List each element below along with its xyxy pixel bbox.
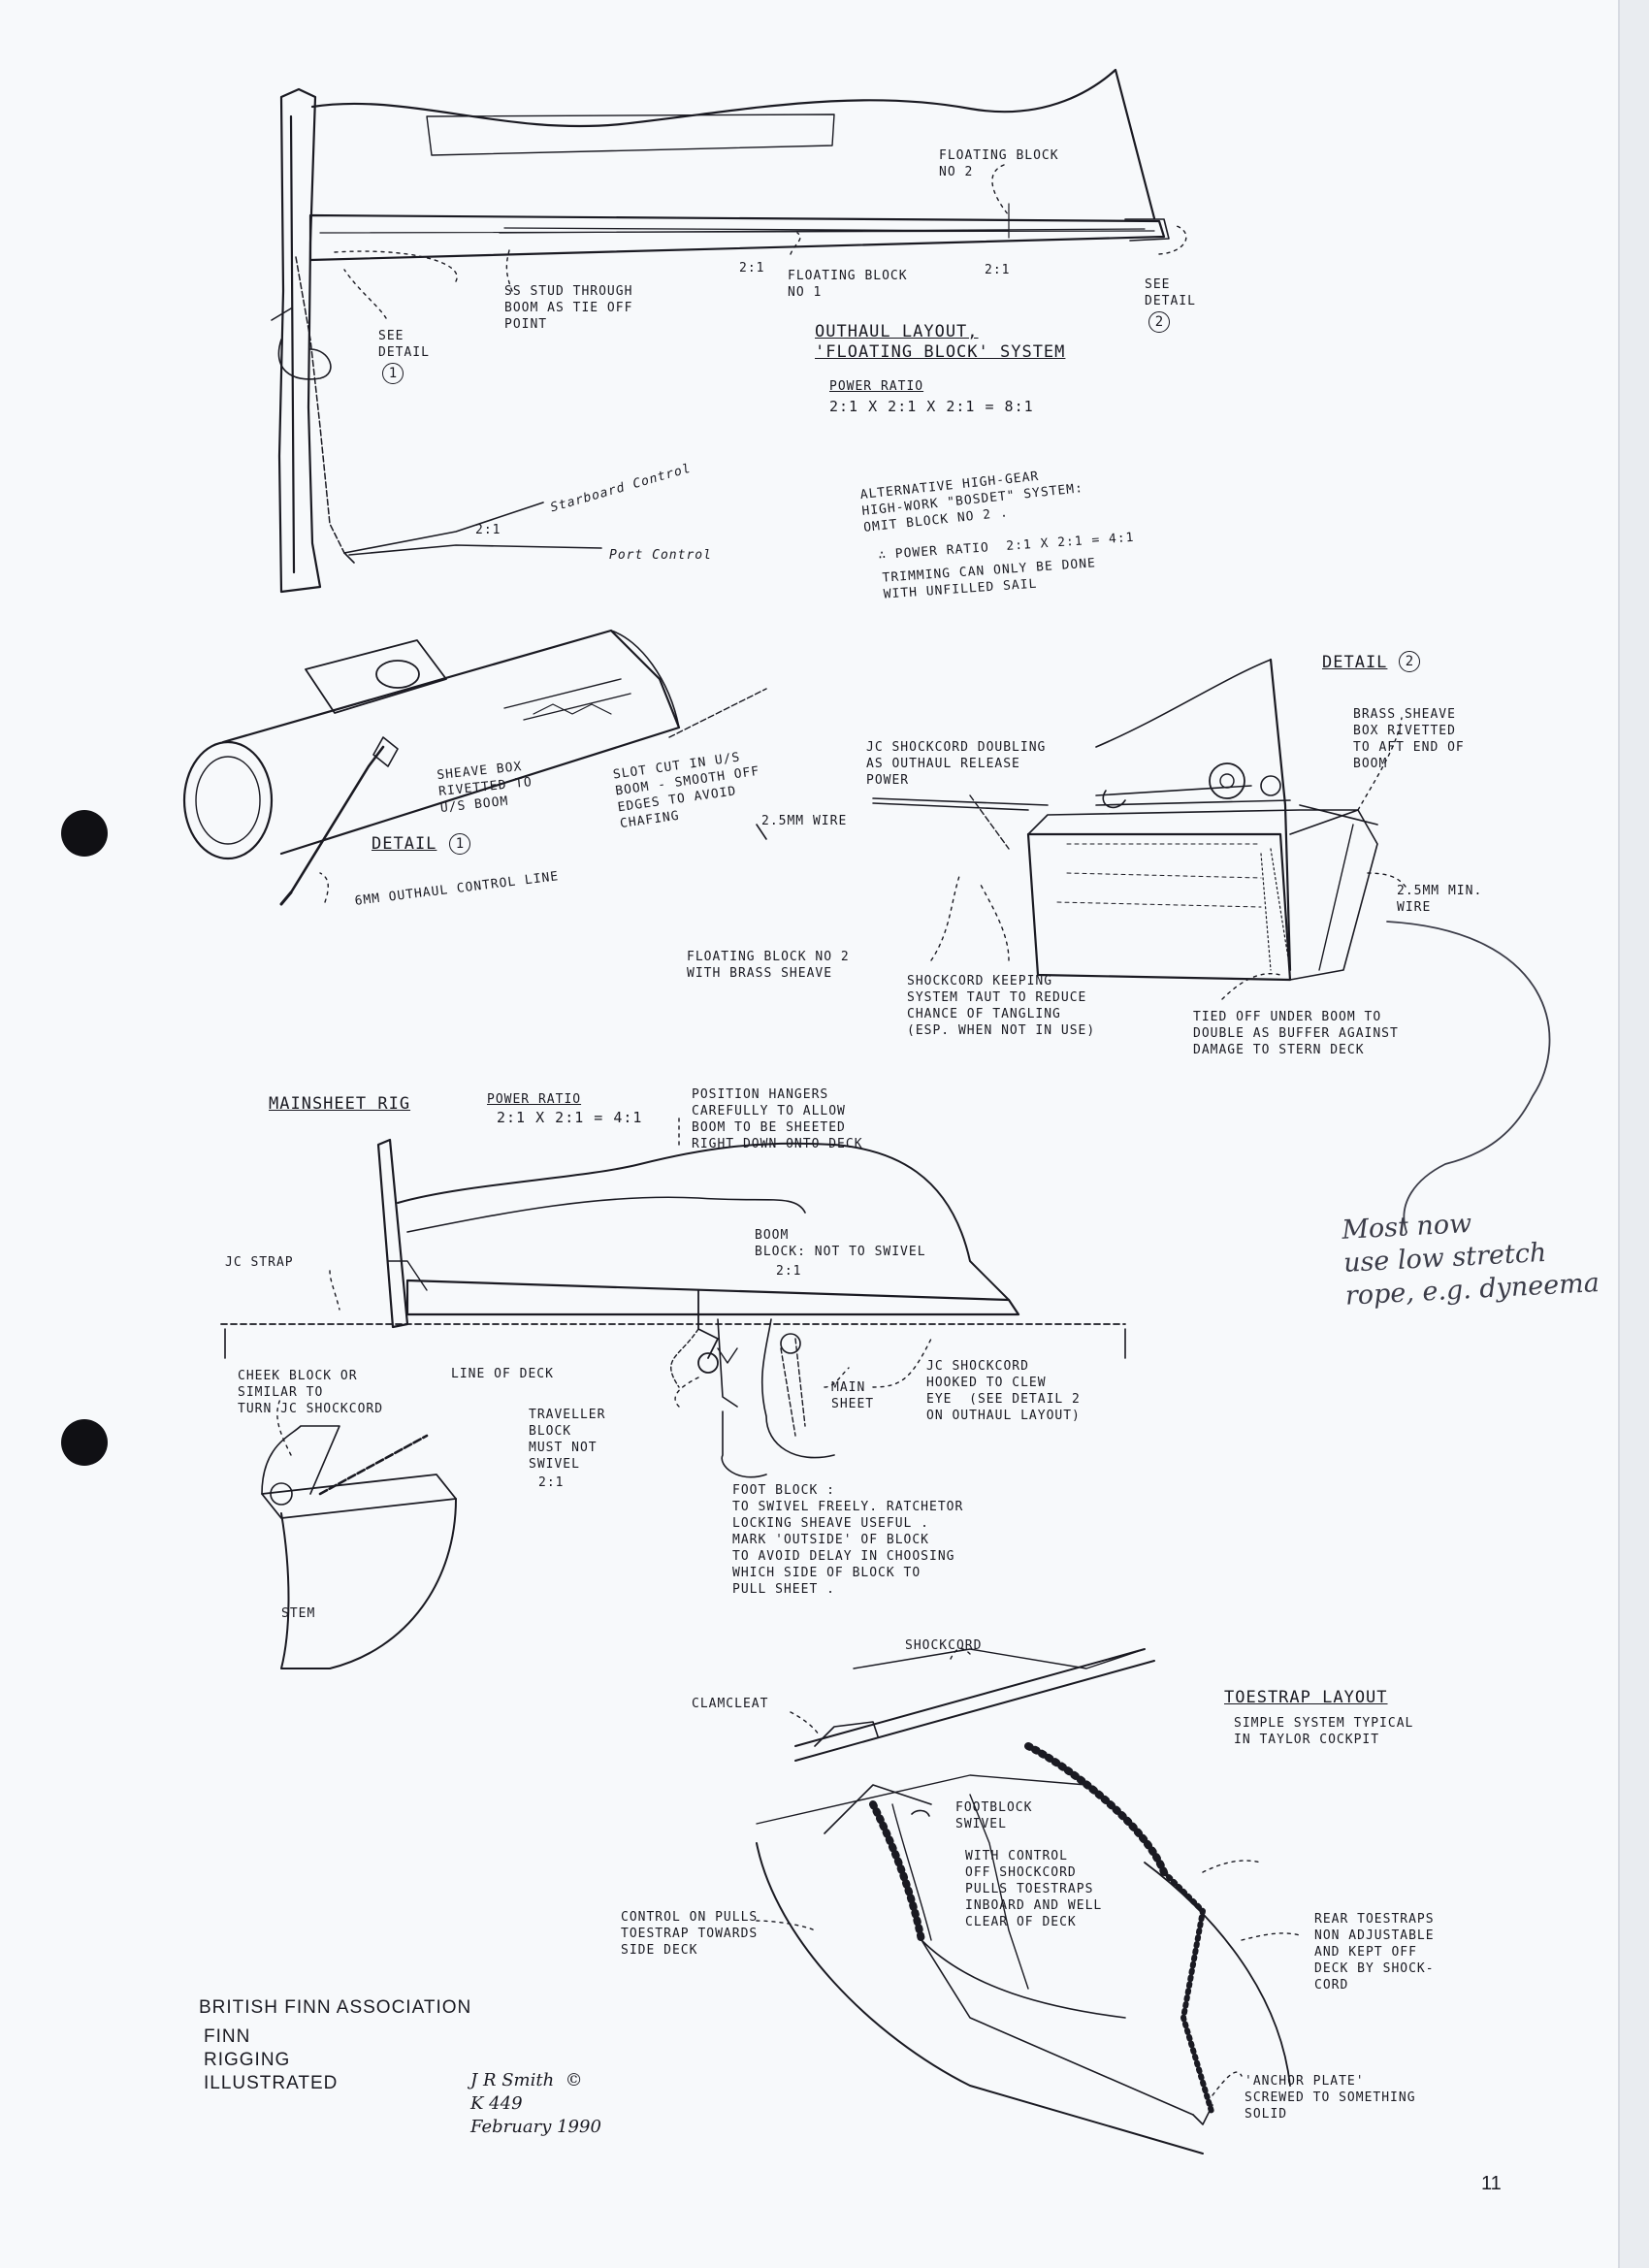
mainsheet-title: MAINSHEET RIG xyxy=(269,1094,411,1114)
label-stem: STEM xyxy=(281,1606,316,1621)
label-with-control: WITH CONTROL OFF SHOCKCORD PULLS TOESTRA… xyxy=(965,1849,1103,1929)
outhaul-power-ratio-label: POWER RATIO xyxy=(829,379,924,394)
outhaul-title: OUTHAUL LAYOUT, 'FLOATING BLOCK' SYSTEM xyxy=(815,322,1066,362)
detail-1-marker: 1 xyxy=(382,363,404,384)
credit-publication: FINN RIGGING ILLUSTRATED xyxy=(204,2026,339,2093)
label-jc-strap: JC STRAP xyxy=(225,1255,294,1270)
detail-2-marker: 2 xyxy=(1148,311,1170,333)
label-ratio-traveller: 2:1 xyxy=(538,1475,565,1490)
label-ratio-boom: 2:1 xyxy=(776,1264,802,1279)
label-sheave-box: SHEAVE BOX RIVETTED TO U/S BOOM xyxy=(436,759,534,816)
label-jc-shockcord: JC SHOCKCORD DOUBLING AS OUTHAUL RELEASE… xyxy=(866,740,1047,788)
label-line-of-deck: LINE OF DECK xyxy=(451,1367,554,1381)
label-footblock-swivel: FOOTBLOCK SWIVEL xyxy=(955,1800,1033,1831)
label-tied-off: TIED OFF UNDER BOOM TO DOUBLE AS BUFFER … xyxy=(1193,1010,1399,1057)
label-foot-block: FOOT BLOCK : TO SWIVEL FREELY. RATCHETOR… xyxy=(732,1483,964,1597)
label-ratio-a: 2:1 xyxy=(739,261,765,275)
toestrap-subtitle: SIMPLE SYSTEM TYPICAL IN TAYLOR COCKPIT xyxy=(1234,1716,1414,1747)
label-rear-toestraps: REAR TOESTRAPS NON ADJUSTABLE AND KEPT O… xyxy=(1314,1912,1435,1993)
credit-author: J R Smith © K 449 February 1990 xyxy=(470,2070,601,2137)
page-edge xyxy=(1620,0,1649,2268)
label-ss-stud: SS STUD THROUGH BOOM AS TIE OFF POINT xyxy=(504,284,633,332)
label-shockcord: SHOCKCORD xyxy=(905,1638,983,1653)
label-see-detail-1: SEE DETAIL xyxy=(378,329,430,360)
toestrap-drawing xyxy=(756,1647,1301,2155)
label-port-control: Port Control xyxy=(609,548,712,563)
detail-1-number: 1 xyxy=(449,833,470,855)
outhaul-power-ratio-value: 2:1 x 2:1 x 2:1 = 8:1 xyxy=(829,398,1034,415)
detail-2-title: DETAIL xyxy=(1322,653,1388,672)
mainsheet-power-ratio-value: 2:1 x 2:1 = 4:1 xyxy=(497,1109,643,1126)
detail-2-number: 2 xyxy=(1399,651,1420,672)
label-floating-block-1: FLOATING BLOCK No 1 xyxy=(788,269,908,300)
label-main-sheet: MAIN SHEET xyxy=(831,1380,875,1411)
detail-1-drawing xyxy=(182,629,767,906)
label-ratio-b: 2:1 xyxy=(985,263,1011,277)
label-boom-block: BOOM BLOCK: NOT TO SWIVEL xyxy=(755,1228,926,1259)
credit-association: BRITISH FINN ASSOCIATION xyxy=(199,1997,472,2018)
label-ratio-c: 2:1 xyxy=(475,523,501,537)
outhaul-drawing xyxy=(271,68,1187,594)
toestrap-title: TOESTRAP LAYOUT xyxy=(1224,1688,1388,1707)
punch-hole-upper xyxy=(61,810,108,857)
label-brass-sheave: BRASS SHEAVE BOX RIVETTED TO AFT END OF … xyxy=(1353,707,1465,771)
label-floating-block-2: FLOATING BLOCK No 2 xyxy=(939,148,1059,179)
label-floating-block-detail: FLOATING BLOCK No 2 WITH BRASS SHEAVE xyxy=(687,950,850,981)
label-shockcord-keeping: SHOCKCORD KEEPING SYSTEM TAUT TO REDUCE … xyxy=(907,974,1096,1038)
mainsheet-power-ratio-label: POWER RATIO xyxy=(487,1092,582,1107)
label-wire: 2.5MM WIRE xyxy=(761,814,848,828)
label-cheek-block: CHEEK BLOCK OR SIMILAR TO TURN JC SHOCKC… xyxy=(238,1369,384,1416)
label-min-wire: 2.5MM MIN. WIRE xyxy=(1397,884,1483,915)
punch-hole-lower xyxy=(61,1419,108,1466)
label-clamcleat: CLAMCLEAT xyxy=(692,1697,769,1711)
label-control-on: CONTROL ON PULLS TOESTRAP TOWARDS SIDE D… xyxy=(621,1910,759,1958)
label-jc-hooked: JC SHOCKCORD HOOKED TO CLEW EYE (SEE DET… xyxy=(926,1359,1081,1423)
label-see-detail-2: SEE DETAIL xyxy=(1145,277,1196,308)
detail-2-drawing xyxy=(756,658,1551,1233)
detail-1-title: DETAIL xyxy=(372,834,437,854)
label-position-hangers: POSITION HANGERS CAREFULLY TO ALLOW BOOM… xyxy=(692,1087,863,1151)
label-traveller: TRAVELLER BLOCK MUST NOT SWIVEL xyxy=(529,1408,606,1472)
label-anchor-plate: 'ANCHOR PLATE' SCREWED TO SOMETHING SOLI… xyxy=(1245,2074,1416,2122)
page-number: 11 xyxy=(1481,2173,1502,2194)
mainsheet-drawing xyxy=(220,1115,1126,1669)
handwritten-note: Most now use low stretch rope, e.g. dyne… xyxy=(1341,1208,1600,1312)
